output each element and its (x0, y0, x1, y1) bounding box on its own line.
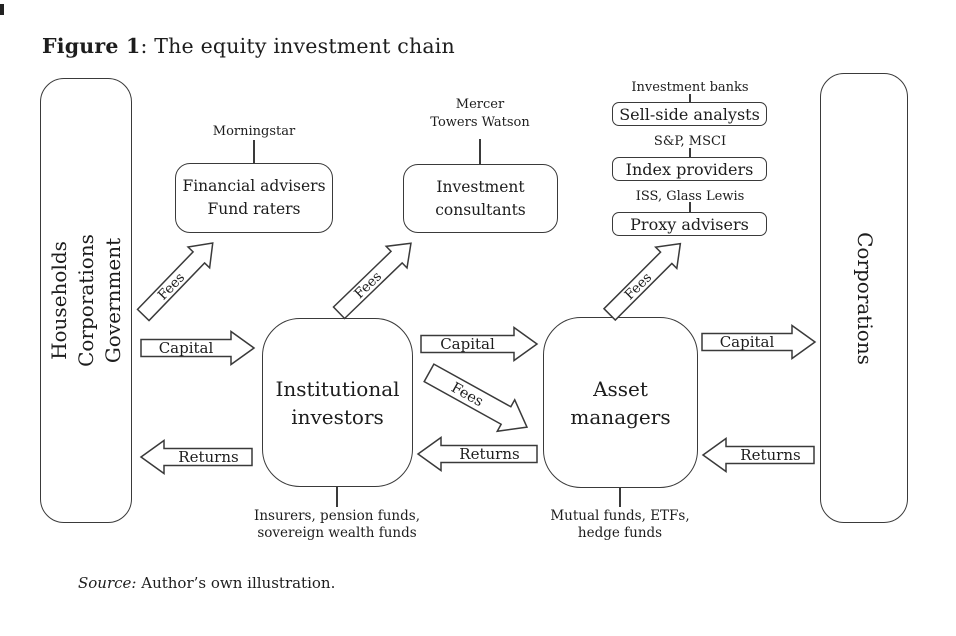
institutional-line1: Institutional (275, 376, 400, 401)
institutional-caption: Insurers, pension funds, sovereign wealt… (237, 508, 437, 542)
source-note: Source: Author’s own illustration. (78, 574, 335, 592)
asset-caption-connector (619, 488, 621, 507)
mercer-label: Mercer (455, 97, 505, 112)
returns-arrow-label: Returns (178, 448, 238, 466)
morningstar-connector (253, 140, 255, 163)
fees-arrow-to-proxy-advisers: Fees (602, 242, 682, 322)
towers-watson-label: Towers Watson (430, 115, 530, 130)
capital-arrow-label: Capital (440, 335, 495, 353)
returns-arrow-asset-to-institutional: Returns (416, 436, 538, 472)
index-providers-connector (689, 148, 691, 157)
investment-consultants-box: Investment consultants (403, 164, 558, 233)
capital-arrow-households-to-institutional: Capital (140, 330, 256, 366)
returns-arrow-label: Returns (740, 446, 800, 464)
households-panel-label: Households Corporations Government (46, 234, 127, 367)
corporations-line: Corporations (73, 234, 98, 367)
asset-managers-line2: managers (570, 404, 671, 429)
corporations-panel: Corporations (820, 73, 908, 523)
capital-arrow-institutional-to-asset: Capital (420, 326, 539, 362)
proxy-advisers-box: Proxy advisers (612, 212, 767, 236)
fees-arrow-to-financial-advisers: Fees (136, 242, 214, 322)
consultants-examples-label: Mercer Towers Watson (405, 96, 555, 132)
institutional-caption-line1: Insurers, pension funds, (254, 508, 420, 524)
figure-title-text: : The equity investment chain (140, 34, 455, 58)
figure-title-number: Figure 1 (42, 34, 141, 58)
capital-arrow-asset-to-corporations: Capital (701, 324, 817, 360)
source-text: Author’s own illustration. (136, 574, 336, 592)
institutional-investors-box: Institutional investors (262, 318, 413, 487)
asset-managers-caption: Mutual funds, ETFs, hedge funds (520, 508, 720, 542)
financial-advisers-box: Financial advisers Fund raters (175, 163, 333, 233)
index-providers-box: Index providers (612, 157, 767, 181)
source-prefix: Source: (78, 574, 137, 592)
institutional-line2: investors (291, 404, 384, 429)
asset-caption-line2: hedge funds (577, 525, 663, 541)
morningstar-label: Morningstar (212, 124, 296, 139)
sp-msci-label: S&P, MSCI (653, 134, 727, 149)
returns-arrow-label: Returns (459, 445, 519, 463)
households-panel: Households Corporations Government (40, 78, 132, 523)
capital-arrow-label: Capital (720, 333, 775, 351)
corporations-panel-label: Corporations (852, 231, 877, 365)
figure-title: Figure 1: The equity investment chain (42, 34, 455, 58)
returns-arrow-institutional-to-households: Returns (139, 439, 253, 475)
iss-glass-lewis-label: ISS, Glass Lewis (635, 189, 745, 204)
institutional-caption-connector (336, 487, 338, 507)
edge-artifact (0, 4, 4, 15)
consultants-connector (479, 139, 481, 164)
consultants-line2: consultants (435, 200, 526, 219)
consultants-line1: Investment (436, 177, 525, 196)
financial-advisers-line1: Financial advisers (182, 177, 326, 195)
government-line: Government (100, 237, 125, 364)
fees-arrow-institutional-to-asset: Fees (423, 363, 529, 433)
capital-arrow-label: Capital (159, 339, 214, 357)
returns-arrow-corporations-to-asset: Returns (701, 437, 815, 473)
asset-managers-line1: Asset (593, 376, 648, 401)
proxy-advisers-connector (689, 202, 691, 212)
financial-advisers-line2: Fund raters (207, 200, 301, 218)
sell-side-analysts-box: Sell-side analysts (612, 102, 767, 126)
asset-managers-box: Asset managers (543, 317, 698, 488)
investment-banks-label: Investment banks (631, 80, 749, 95)
asset-caption-line1: Mutual funds, ETFs, (550, 508, 690, 524)
households-line: Households (46, 241, 71, 360)
sell-side-connector (689, 94, 691, 102)
fees-arrow-to-investment-consultants: Fees (332, 242, 412, 320)
institutional-caption-line2: sovereign wealth funds (257, 525, 417, 541)
